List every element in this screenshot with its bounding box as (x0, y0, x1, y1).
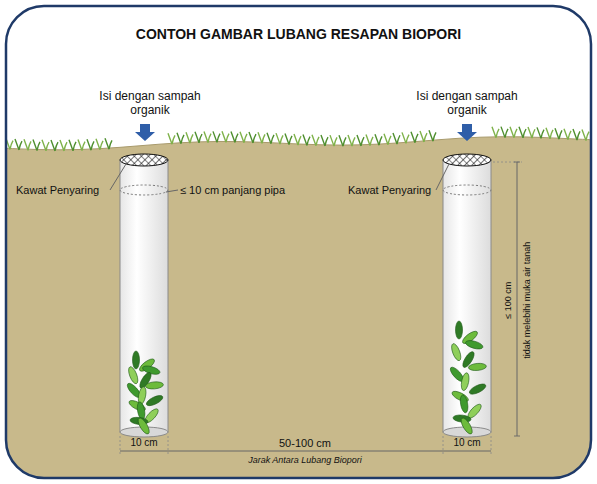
dimension-line (517, 162, 518, 436)
frame (6, 6, 591, 478)
fill-instruction: Isi dengan sampah organik (95, 90, 205, 118)
soil (6, 137, 591, 478)
fill-arrow (457, 124, 477, 141)
dimension-note: ≤ 10 cm panjang pipa (180, 184, 285, 197)
leader-line (110, 164, 126, 190)
organic-waste (125, 321, 487, 436)
fill-instruction: Isi dengan sampah organik (412, 90, 522, 118)
extension-line (493, 162, 522, 163)
dimension-value: 10 cm (130, 437, 157, 449)
extension-line (120, 436, 491, 456)
dimension-value: ≤ 100 cm (503, 282, 513, 319)
dimension-line (120, 451, 491, 452)
title: CONTOH GAMBAR LUBANG RESAPAN BIOPORI (0, 26, 597, 42)
dimension-value: 10 cm (453, 437, 480, 449)
leader-line (436, 164, 449, 190)
biopori-hole-right (443, 154, 491, 437)
dimension-note: tidak melebihi muka air tanah (523, 241, 533, 358)
part-label: Kawat Penyaring (348, 184, 431, 197)
part-label: Kawat Penyaring (16, 184, 99, 197)
leader-line (166, 190, 178, 192)
dimension-caption: Jarak Antara Lubang Biopori (248, 455, 362, 465)
biopori-hole-left (120, 154, 168, 437)
grass (6, 127, 589, 151)
fill-arrow (135, 124, 155, 141)
dimension-value: 50-100 cm (276, 437, 334, 450)
